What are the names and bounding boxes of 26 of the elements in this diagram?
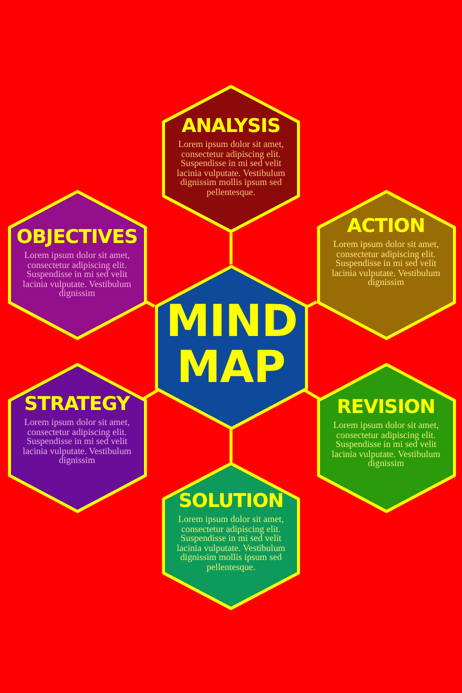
connector-line <box>146 300 156 308</box>
hexagon-node <box>162 85 300 233</box>
hexagon-description: Lorem ipsum dolor sit amet, consectetur adipiscing elit. Suspendisse in mi sed velit lacinia vulputate. Vestibulum dignissim mollis ipsum sed pellentesque. <box>176 516 286 574</box>
connector-line <box>304 388 320 400</box>
connector-line <box>230 233 232 264</box>
hexagon-description: Lorem ipsum dolor sit amet, consectetur adipiscing elit. Suspendisse in mi sed velit lacinia vulputate. Vestibulum dignissim <box>330 241 442 289</box>
connector-line <box>142 388 159 400</box>
hexagon-title: OBJECTIVES <box>16 226 138 248</box>
connector-line <box>306 300 318 308</box>
hexagon-title: SOLUTION <box>178 490 284 512</box>
hexagon-description: Lorem ipsum dolor sit amet, consectetur adipiscing elit. Suspendisse in mi sed velit lacinia vulputate. Vestibulum dignissim <box>22 252 132 300</box>
center-title: MIND MAP <box>166 298 296 390</box>
hexagon-node <box>8 190 146 340</box>
hexagon-title: REVISION <box>336 396 436 418</box>
hexagon-node <box>8 363 146 513</box>
hexagon-node <box>316 363 456 513</box>
hexagon-title: STRATEGY <box>24 393 130 415</box>
hexagon-title: ANALYSIS <box>182 115 280 137</box>
hexagon-node <box>154 264 308 430</box>
hexagon-description: Lorem ipsum dolor sit amet, consectetur adipiscing elit. Suspendisse in mi sed velit lacinia vulputate. Vestibulum dignissim <box>330 422 442 470</box>
connector-line <box>230 430 232 462</box>
hexagon-description: Lorem ipsum dolor sit amet, consectetur adipiscing elit. Suspendisse in mi sed velit lacinia vulputate. Vestibulum dignissim <box>22 419 132 467</box>
hexagon-node <box>162 462 300 610</box>
hexagon-description: Lorem ipsum dolor sit amet, consectetur adipiscing elit. Suspendisse in mi sed velit lacinia vulputate. Vestibulum dignissim mollis ipsum sed pellentesque. <box>176 141 286 199</box>
hexagon-title: ACTION <box>347 215 425 237</box>
hexagon-node <box>316 190 456 340</box>
